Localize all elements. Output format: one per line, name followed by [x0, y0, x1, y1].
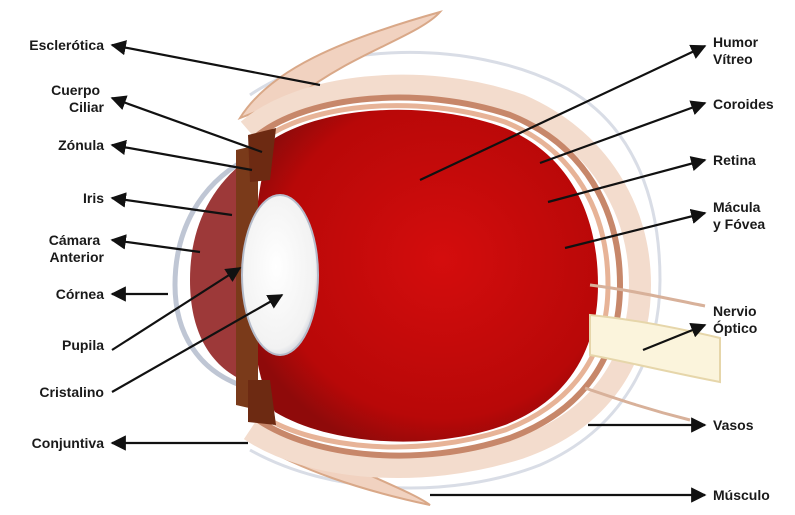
label-nervio-optico-line1: Nervio — [713, 303, 757, 319]
label-nervio-optico: Nervio Óptico — [713, 303, 760, 336]
arrow-cuerpo-ciliar — [112, 98, 262, 152]
label-iris: Iris — [83, 190, 104, 206]
label-vasos: Vasos — [713, 417, 754, 433]
arrow-camara-anterior — [112, 240, 200, 252]
label-macula-fovea-line2: y Fóvea — [713, 216, 765, 232]
label-zonula: Zónula — [58, 137, 104, 153]
left-labels: Esclerótica Cuerpo Ciliar Zónula Iris Cá… — [29, 37, 104, 451]
label-coroides: Coroides — [713, 96, 774, 112]
label-macula-fovea: Mácula y Fóvea — [713, 199, 765, 232]
label-musculo: Músculo — [713, 487, 770, 503]
label-camara-anterior-line2: Anterior — [50, 249, 105, 265]
label-humor-vitreo: Humor Vítreo — [713, 34, 762, 67]
label-camara-anterior-line1: Cámara — [49, 232, 101, 248]
label-conjuntiva: Conjuntiva — [32, 435, 105, 451]
label-nervio-optico-line2: Óptico — [713, 319, 757, 336]
arrow-esclerotica — [112, 45, 320, 85]
label-macula-fovea-line1: Mácula — [713, 199, 761, 215]
label-pupila: Pupila — [62, 337, 104, 353]
arrow-zonula — [112, 145, 252, 170]
label-esclerotica: Esclerótica — [29, 37, 104, 53]
label-camara-anterior: Cámara Anterior — [49, 232, 105, 265]
lens-shape — [242, 195, 318, 355]
label-cuerpo-ciliar-line1: Cuerpo — [51, 82, 100, 98]
label-retina: Retina — [713, 152, 756, 168]
label-humor-vitreo-line2: Vítreo — [713, 51, 753, 67]
label-cuerpo-ciliar: Cuerpo Ciliar — [51, 82, 104, 115]
label-cristalino: Cristalino — [39, 384, 104, 400]
label-humor-vitreo-line1: Humor — [713, 34, 759, 50]
eye-illustration — [175, 12, 720, 505]
right-labels: Humor Vítreo Coroides Retina Mácula y Fó… — [713, 34, 774, 503]
label-cornea: Córnea — [56, 286, 104, 302]
label-cuerpo-ciliar-line2: Ciliar — [69, 99, 105, 115]
